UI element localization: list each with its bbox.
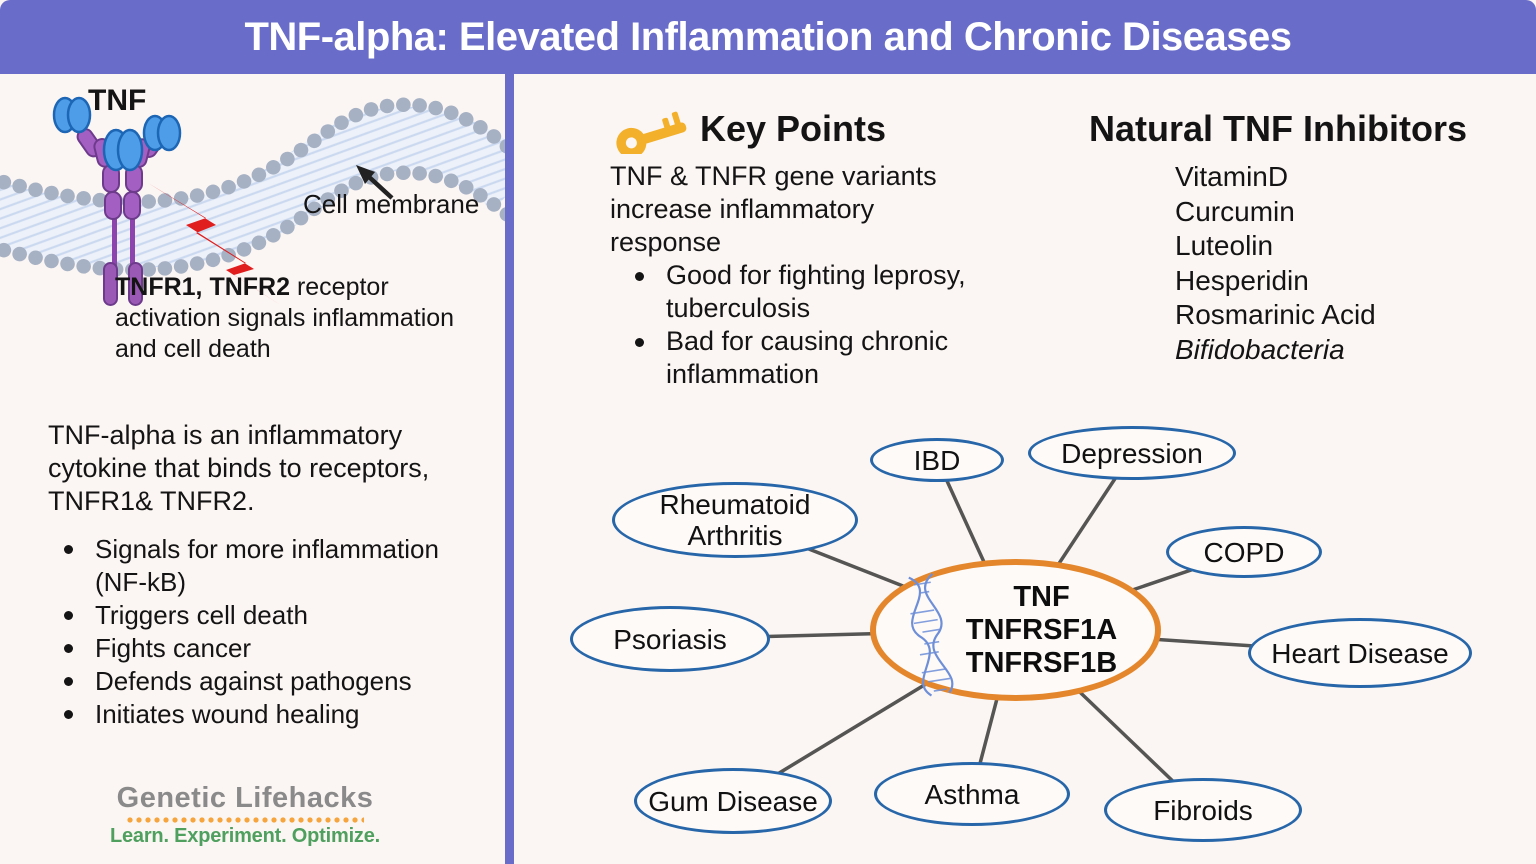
list-item: Rosmarinic Acid: [1175, 299, 1376, 330]
list-item-text: Initiates wound healing: [95, 699, 360, 729]
membrane-heads-top: [0, 97, 505, 210]
logo-name: Genetic Lifehacks: [116, 782, 374, 814]
disease-node-ibd: IBD: [870, 438, 1004, 482]
list-item: VitaminD: [1175, 161, 1289, 192]
list-item: Initiates wound healing: [62, 698, 462, 731]
center-gene-line: TNF: [1013, 580, 1070, 613]
receptor-caption-bold: TNFR1, TNFR2: [115, 273, 290, 301]
list-item: Defends against pathogens: [62, 665, 462, 698]
lightning-bolt-icon: [148, 183, 282, 306]
tnf-molecule-icons: [52, 96, 182, 172]
tnf-function-list: Signals for more inflammation (NF-kB) Tr…: [62, 533, 462, 731]
logo-dots-icon: [126, 816, 364, 824]
center-gene-line: TNFRSF1A: [965, 613, 1118, 646]
list-item-text: Triggers cell death: [95, 600, 308, 630]
disease-node-gum-disease: Gum Disease: [634, 768, 832, 834]
disease-node-heart-disease: Heart Disease: [1248, 618, 1472, 688]
list-item: Curcumin: [1175, 195, 1295, 227]
center-gene-node: TNF TNFRSF1A TNFRSF1B: [870, 559, 1161, 701]
cell-membrane-label: Cell membrane: [303, 189, 480, 219]
receptor-caption-rest: receptor activation signals inflammation…: [115, 273, 455, 363]
disease-node-asthma: Asthma: [874, 762, 1070, 826]
list-item: Good for fighting leprosy, tuberculosis: [633, 259, 1013, 325]
receptor-caption: TNFR1, TNFR2 receptor activation signals…: [115, 272, 465, 365]
bullet-icon: [64, 545, 73, 554]
page-title: TNF-alpha: Elevated Inflammation and Chr…: [244, 14, 1292, 59]
list-item-text: Bad for causing chronic inflammation: [666, 326, 949, 389]
membrane-arrow-icon: [356, 165, 394, 200]
bullet-icon: [64, 710, 73, 719]
bullet-icon: [64, 644, 73, 653]
disease-node-psoriasis: Psoriasis: [570, 606, 770, 672]
disease-node-fibroids: Fibroids: [1104, 778, 1302, 842]
list-item-text: Defends against pathogens: [95, 666, 412, 696]
dna-helix-icon: [908, 573, 954, 697]
center-gene-line: TNFRSF1B: [965, 646, 1118, 679]
membrane-heads-bottom: [0, 165, 505, 278]
list-item: Bifidobacteria: [1175, 333, 1345, 365]
disease-node-depression: Depression: [1028, 426, 1236, 480]
list-item-text: Fights cancer: [95, 633, 252, 663]
bullet-icon: [635, 338, 644, 347]
genetic-lifehacks-logo: Genetic Lifehacks Learn. Experiment. Opt…: [103, 782, 387, 848]
key-points-header: Key Points: [610, 104, 886, 154]
disease-node-copd: COPD: [1166, 526, 1322, 578]
list-item: Hesperidin: [1175, 264, 1309, 296]
inhibitors-title: Natural TNF Inhibitors: [1089, 108, 1467, 149]
membrane-band: [0, 106, 505, 268]
list-item: Luteolin: [1175, 230, 1274, 261]
bullet-icon: [635, 272, 644, 281]
list-item-text: Signals for more inflammation (NF-kB): [95, 534, 439, 597]
disease-node-rheumatoid-arthritis: Rheumatoid Arthritis: [612, 482, 858, 558]
list-item: Signals for more inflammation (NF-kB): [62, 533, 462, 599]
header-bar: TNF-alpha: Elevated Inflammation and Chr…: [0, 0, 1536, 74]
logo-tagline: Learn. Experiment. Optimize.: [109, 825, 381, 847]
list-item-text: Good for fighting leprosy, tuberculosis: [666, 260, 966, 323]
list-item: Fights cancer: [62, 632, 462, 665]
panel-divider: [505, 74, 514, 864]
bullet-icon: [64, 677, 73, 686]
intro-paragraph: TNF-alpha is an inflammatory cytokine th…: [48, 420, 430, 516]
cell-membrane-illustration: [0, 96, 505, 306]
inhibitors-list: VitaminD Curcumin Luteolin Hesperidin Ro…: [1175, 160, 1376, 367]
key-points-intro: TNF & TNFR gene variants increase inflam…: [610, 161, 937, 257]
key-icon: [616, 111, 687, 154]
list-item: Bad for causing chronic inflammation: [633, 325, 1013, 391]
key-points-title: Key Points: [700, 108, 887, 149]
bullet-icon: [64, 611, 73, 620]
key-points-list: Good for fighting leprosy, tuberculosis …: [633, 259, 1013, 391]
tnf-label: TNF: [88, 84, 147, 117]
list-item: Triggers cell death: [62, 599, 462, 632]
